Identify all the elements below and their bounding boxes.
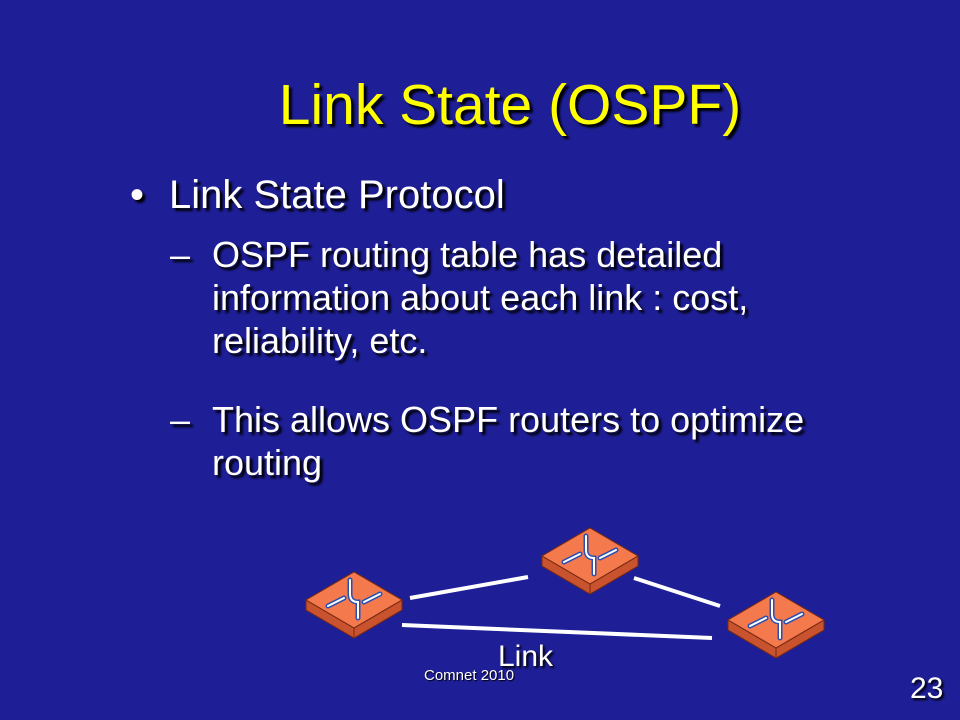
footer-text: Comnet 2010 xyxy=(424,667,515,684)
slide-title: Link State (OSPF) xyxy=(278,73,742,137)
router-icon xyxy=(306,572,402,638)
link-line xyxy=(409,575,529,600)
dash-icon: – xyxy=(170,399,191,440)
page-number: 23 xyxy=(910,672,944,705)
bullet-dot-icon: • xyxy=(130,173,145,217)
link-line xyxy=(633,576,721,608)
sub-bullet-text: OSPF routing table has detailed informat… xyxy=(212,234,749,361)
router-icon xyxy=(728,592,824,658)
link-label: Link xyxy=(498,640,554,673)
dash-icon: – xyxy=(170,234,191,275)
sub-bullet-text: This allows OSPF routers to optimize rou… xyxy=(212,399,805,483)
router-icon xyxy=(542,528,638,594)
link-line xyxy=(401,623,713,640)
bullet-text: Link State Protocol xyxy=(169,173,505,217)
